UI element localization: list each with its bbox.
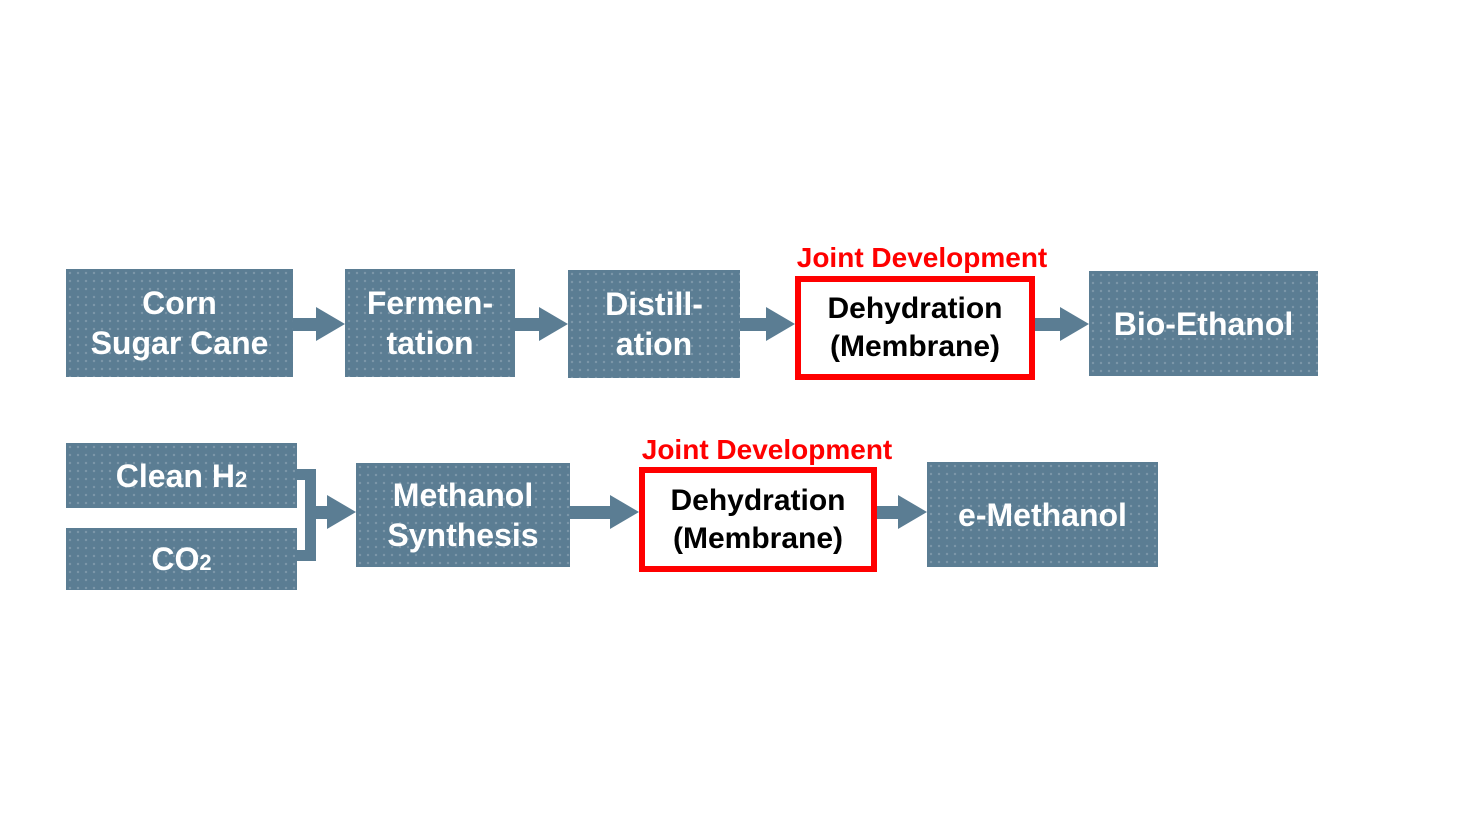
arrow-head <box>898 495 927 529</box>
co2-box: CO2 <box>66 528 297 590</box>
box-label-line: ation <box>615 326 693 362</box>
arrow-head <box>327 495 356 529</box>
corn-sugar-cane-box: Corn Sugar Cane <box>66 269 293 377</box>
box-label-text: Clean H <box>115 457 235 494</box>
box-label-line: (Membrane) <box>829 330 1001 363</box>
flow-arrow-icon <box>877 495 927 529</box>
box-label-line: Bio-Ethanol <box>1113 305 1294 342</box>
flow-arrow-icon <box>740 307 795 341</box>
arrow-shaft <box>877 505 898 519</box>
box-label-line: Clean H2 <box>116 456 247 496</box>
flow-arrow-icon <box>316 495 356 529</box>
subscript-text: 2 <box>199 550 212 575</box>
e-methanol-box: e-Methanol <box>927 462 1158 567</box>
dehydration-membrane-box-bottom: Dehydration (Membrane) <box>639 467 877 572</box>
arrow-head <box>610 495 639 529</box>
box-label-line: Sugar Cane <box>90 325 269 361</box>
joint-development-label-top: Joint Development <box>796 242 1048 273</box>
arrow-shaft <box>570 505 610 519</box>
arrow-shaft <box>293 317 316 331</box>
arrow-shaft <box>515 317 539 331</box>
box-label-line: Fermen- <box>366 285 494 321</box>
arrow-shaft <box>1035 317 1060 331</box>
box-label-line: Dehydration <box>827 292 1003 325</box>
box-label-text: CO <box>151 541 200 577</box>
subscript-text: 2 <box>234 466 248 492</box>
methanol-synthesis-box: Methanol Synthesis <box>356 463 570 567</box>
arrow-head <box>766 307 795 341</box>
bio-ethanol-box: Bio-Ethanol <box>1089 271 1318 376</box>
arrow-shaft <box>316 505 327 519</box>
box-label-line: Methanol <box>392 477 534 513</box>
box-label-line: (Membrane) <box>672 521 844 555</box>
arrow-head <box>1060 307 1089 341</box>
flow-arrow-icon <box>1035 307 1089 341</box>
box-label-line: tation <box>386 325 474 361</box>
flow-arrow-icon <box>293 307 345 341</box>
joint-development-label-bottom: Joint Development <box>641 434 893 465</box>
merge-bracket <box>295 469 316 561</box>
flow-arrow-icon <box>570 495 639 529</box>
box-label-line: CO2 <box>151 539 211 579</box>
box-label-line: Distill- <box>605 286 703 322</box>
arrow-head <box>316 307 345 341</box>
box-label-line: Synthesis <box>387 517 539 553</box>
box-label-line: Dehydration <box>670 483 846 517</box>
dehydration-membrane-box-top: Dehydration (Membrane) <box>795 276 1035 380</box>
arrow-shaft <box>740 317 766 331</box>
fermentation-box: Fermen- tation <box>345 269 515 377</box>
box-label-line: e-Methanol <box>958 496 1127 533</box>
clean-h2-box: Clean H2 <box>66 443 297 508</box>
flow-arrow-icon <box>515 307 568 341</box>
box-label-line: Corn <box>142 285 217 321</box>
distillation-box: Distill- ation <box>568 270 740 378</box>
arrow-head <box>539 307 568 341</box>
